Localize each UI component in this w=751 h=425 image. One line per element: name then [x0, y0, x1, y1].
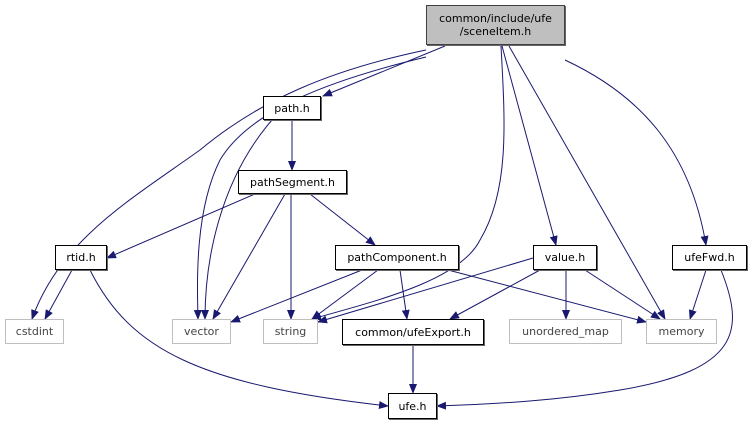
edge-pathComponent-to-memory: [447, 269, 647, 324]
edge-pathComponent-to-vector: [230, 269, 363, 323]
node-label: common/ufeExport.h: [355, 325, 471, 339]
node-memory: memory: [646, 319, 717, 344]
node-label: pathComponent.h: [347, 251, 447, 264]
edge-pathSegment-to-rtid: [106, 193, 256, 259]
edge-pathSegment-to-vector: [212, 193, 286, 320]
node-rtid[interactable]: rtid.h: [55, 245, 107, 270]
node-ufeFwd[interactable]: ufeFwd.h: [672, 245, 747, 270]
node-label: string: [274, 325, 307, 338]
node-label: memory: [658, 325, 705, 338]
node-label: ufeFwd.h: [684, 251, 735, 264]
edge-value-to-string: [317, 257, 534, 324]
edge-pathSegment-to-pathComponent: [309, 193, 376, 246]
node-unordered_map: unordered_map: [509, 319, 622, 344]
node-ufeExport[interactable]: common/ufeExport.h: [342, 319, 484, 345]
node-value[interactable]: value.h: [533, 245, 597, 270]
edge-root-to-string: [311, 45, 505, 321]
node-label: pathSegment.h: [250, 175, 335, 189]
edge-root-to-memory: [508, 45, 666, 320]
node-root: common/include/ufe /sceneItem.h: [426, 5, 565, 45]
edge-root-to-value: [501, 45, 558, 246]
edge-ufeFwd-to-ufe: [436, 269, 733, 410]
node-ufe[interactable]: ufe.h: [388, 393, 437, 419]
edge-value-to-ufeExport: [449, 269, 541, 320]
node-label: vector: [184, 325, 219, 338]
node-label: ufe.h: [398, 399, 427, 413]
node-label: cstdint: [15, 325, 54, 338]
edge-root-to-path: [322, 45, 446, 97]
node-cstdint: cstdint: [5, 319, 64, 344]
edge-rtid-to-ufe: [89, 269, 389, 409]
node-pathComponent[interactable]: pathComponent.h: [335, 245, 459, 270]
edge-rtid-to-cstdint: [44, 269, 73, 320]
edge-root-to-ufeFwd: [564, 59, 709, 246]
edge-pathComponent-to-ufeExport: [399, 269, 410, 320]
edge-ufeFwd-to-memory: [688, 269, 707, 320]
node-label: path.h: [274, 101, 310, 115]
node-path[interactable]: path.h: [263, 96, 321, 120]
node-label: value.h: [544, 251, 586, 264]
node-label: unordered_map: [522, 325, 609, 338]
node-label: rtid.h: [66, 251, 96, 264]
edge-root-to-vector: [193, 56, 427, 320]
node-pathSegment[interactable]: pathSegment.h: [238, 170, 347, 194]
edge-path-to-vector: [201, 119, 273, 320]
node-vector: vector: [172, 319, 231, 344]
edge-pathComponent-to-string: [311, 269, 379, 320]
edge-value-to-memory: [584, 269, 661, 320]
node-string: string: [263, 319, 318, 344]
node-label: common/include/ufe /sceneItem.h: [439, 12, 552, 38]
